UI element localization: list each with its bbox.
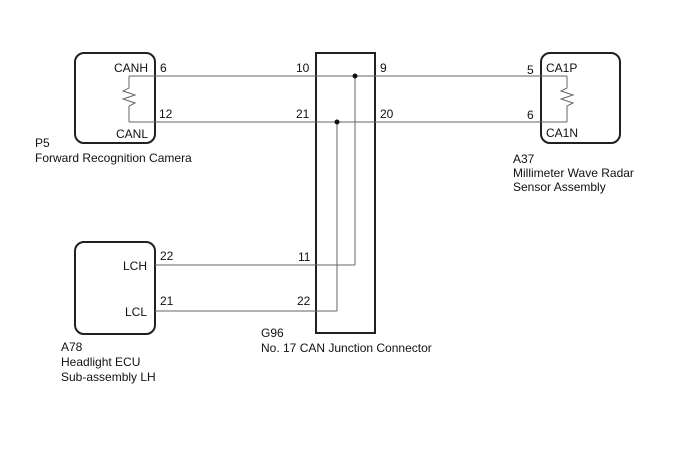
camera-resistor-icon	[121, 76, 137, 122]
junction-connector-box	[315, 52, 376, 334]
radar-name-line2: Sensor Assembly	[513, 180, 606, 194]
junction-pin-11: 11	[298, 250, 311, 264]
headlight-box	[74, 241, 156, 335]
junction-code: G96	[261, 326, 284, 340]
radar-ca1n-label: CA1N	[546, 126, 579, 140]
camera-code: P5	[35, 136, 50, 150]
splice-dot-high	[352, 73, 358, 79]
headlight-lch-label: LCH	[123, 259, 148, 273]
headlight-code: A78	[61, 340, 83, 354]
camera-canh-label: CANH	[114, 61, 149, 75]
radar-pin-high: 5	[527, 63, 534, 77]
headlight-name-line1: Headlight ECU	[61, 355, 141, 369]
radar-box	[540, 52, 621, 144]
junction-name: No. 17 CAN Junction Connector	[261, 341, 432, 355]
camera-name: Forward Recognition Camera	[35, 151, 192, 165]
junction-pin-20: 20	[380, 107, 394, 121]
headlight-lcl-label: LCL	[125, 305, 148, 319]
headlight-pin-high: 22	[160, 249, 174, 263]
radar-name-line1: Millimeter Wave Radar	[513, 166, 634, 180]
radar-ca1p-label: CA1P	[546, 61, 578, 75]
junction-pin-9: 9	[380, 61, 387, 75]
headlight-pin-low: 21	[160, 294, 174, 308]
junction-pin-10: 10	[296, 61, 310, 75]
camera-pin-low: 12	[159, 107, 173, 121]
junction-pin-21: 21	[296, 107, 310, 121]
headlight-name-line2: Sub-assembly LH	[61, 370, 156, 384]
camera-pin-high: 6	[160, 61, 167, 75]
camera-canl-label: CANL	[116, 127, 149, 141]
radar-pin-low: 6	[527, 108, 534, 122]
splice-dot-low	[334, 119, 340, 125]
radar-resistor-icon	[559, 76, 575, 122]
camera-box	[74, 52, 156, 144]
radar-code: A37	[513, 152, 535, 166]
junction-pin-22: 22	[297, 294, 311, 308]
